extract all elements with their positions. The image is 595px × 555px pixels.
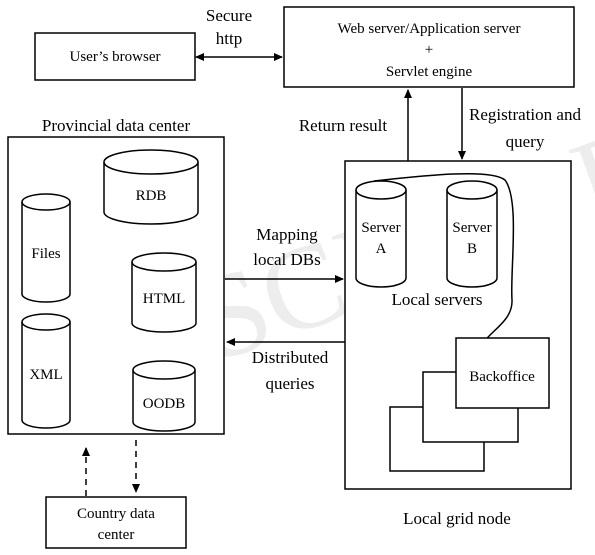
distributed-queries-connection: Distributed queries: [226, 338, 345, 393]
server-b-label-line1: Server: [452, 220, 491, 236]
distributed-label-line2: queries: [265, 374, 314, 393]
local-servers-label: Local servers: [391, 290, 482, 309]
rdb-label: RDB: [136, 188, 167, 204]
provincial-data-center-title: Provincial data center: [42, 116, 191, 135]
return-result-label: Return result: [299, 116, 388, 135]
distributed-label-line1: Distributed: [252, 348, 329, 367]
users-browser-node: User’s browser: [34, 32, 196, 81]
web-server-node: Web server/Application server + Servlet …: [283, 6, 575, 88]
local-grid-node: Server A Server B Local servers Backoffi…: [344, 160, 572, 490]
country-label-line2: center: [98, 527, 135, 543]
registration-label-line1: Registration and: [469, 105, 581, 124]
files-label: Files: [31, 246, 60, 262]
rdb-database: RDB: [103, 149, 199, 225]
secure-http-connection: Secure http: [195, 6, 283, 61]
mapping-local-dbs-connection: Mapping local DBs: [225, 225, 344, 283]
xml-database: XML: [21, 313, 71, 429]
local-grid-node-caption: Local grid node: [403, 509, 511, 528]
users-browser-label: User’s browser: [70, 49, 161, 65]
web-server-label-line3: Servlet engine: [386, 64, 473, 80]
server-b: Server B: [446, 180, 498, 288]
secure-http-label-line1: Secure: [206, 6, 252, 25]
web-server-label-line1: Web server/Application server: [338, 21, 521, 37]
backoffice-window-front: [455, 337, 550, 409]
server-a-label-line1: Server: [361, 220, 400, 236]
web-server-label-line2: +: [425, 42, 433, 58]
mapping-label-line1: Mapping: [256, 225, 318, 244]
html-database: HTML: [131, 252, 197, 333]
country-label-line1: Country data: [77, 506, 155, 522]
country-connections: [82, 440, 140, 496]
files-database: Files: [21, 193, 71, 303]
server-a: Server A: [355, 180, 407, 288]
oodb-database: OODB: [132, 360, 196, 432]
backoffice-label: Backoffice: [469, 369, 535, 385]
mapping-label-line2: local DBs: [253, 250, 321, 269]
country-data-center: Country data center: [45, 496, 187, 549]
server-b-label-line2: B: [467, 241, 477, 257]
registration-query-connection: Registration and query: [458, 88, 581, 160]
server-a-label-line2: A: [376, 241, 387, 257]
return-result-connection: Return result: [299, 89, 412, 161]
html-label: HTML: [143, 291, 186, 307]
secure-http-label-line2: http: [216, 29, 242, 48]
registration-label-line2: query: [506, 132, 545, 151]
xml-label: XML: [29, 367, 62, 383]
server-backoffice-link: [373, 173, 515, 345]
oodb-label: OODB: [143, 396, 186, 412]
provincial-data-center: Provincial data center RDB Files HTML XM…: [7, 116, 225, 435]
